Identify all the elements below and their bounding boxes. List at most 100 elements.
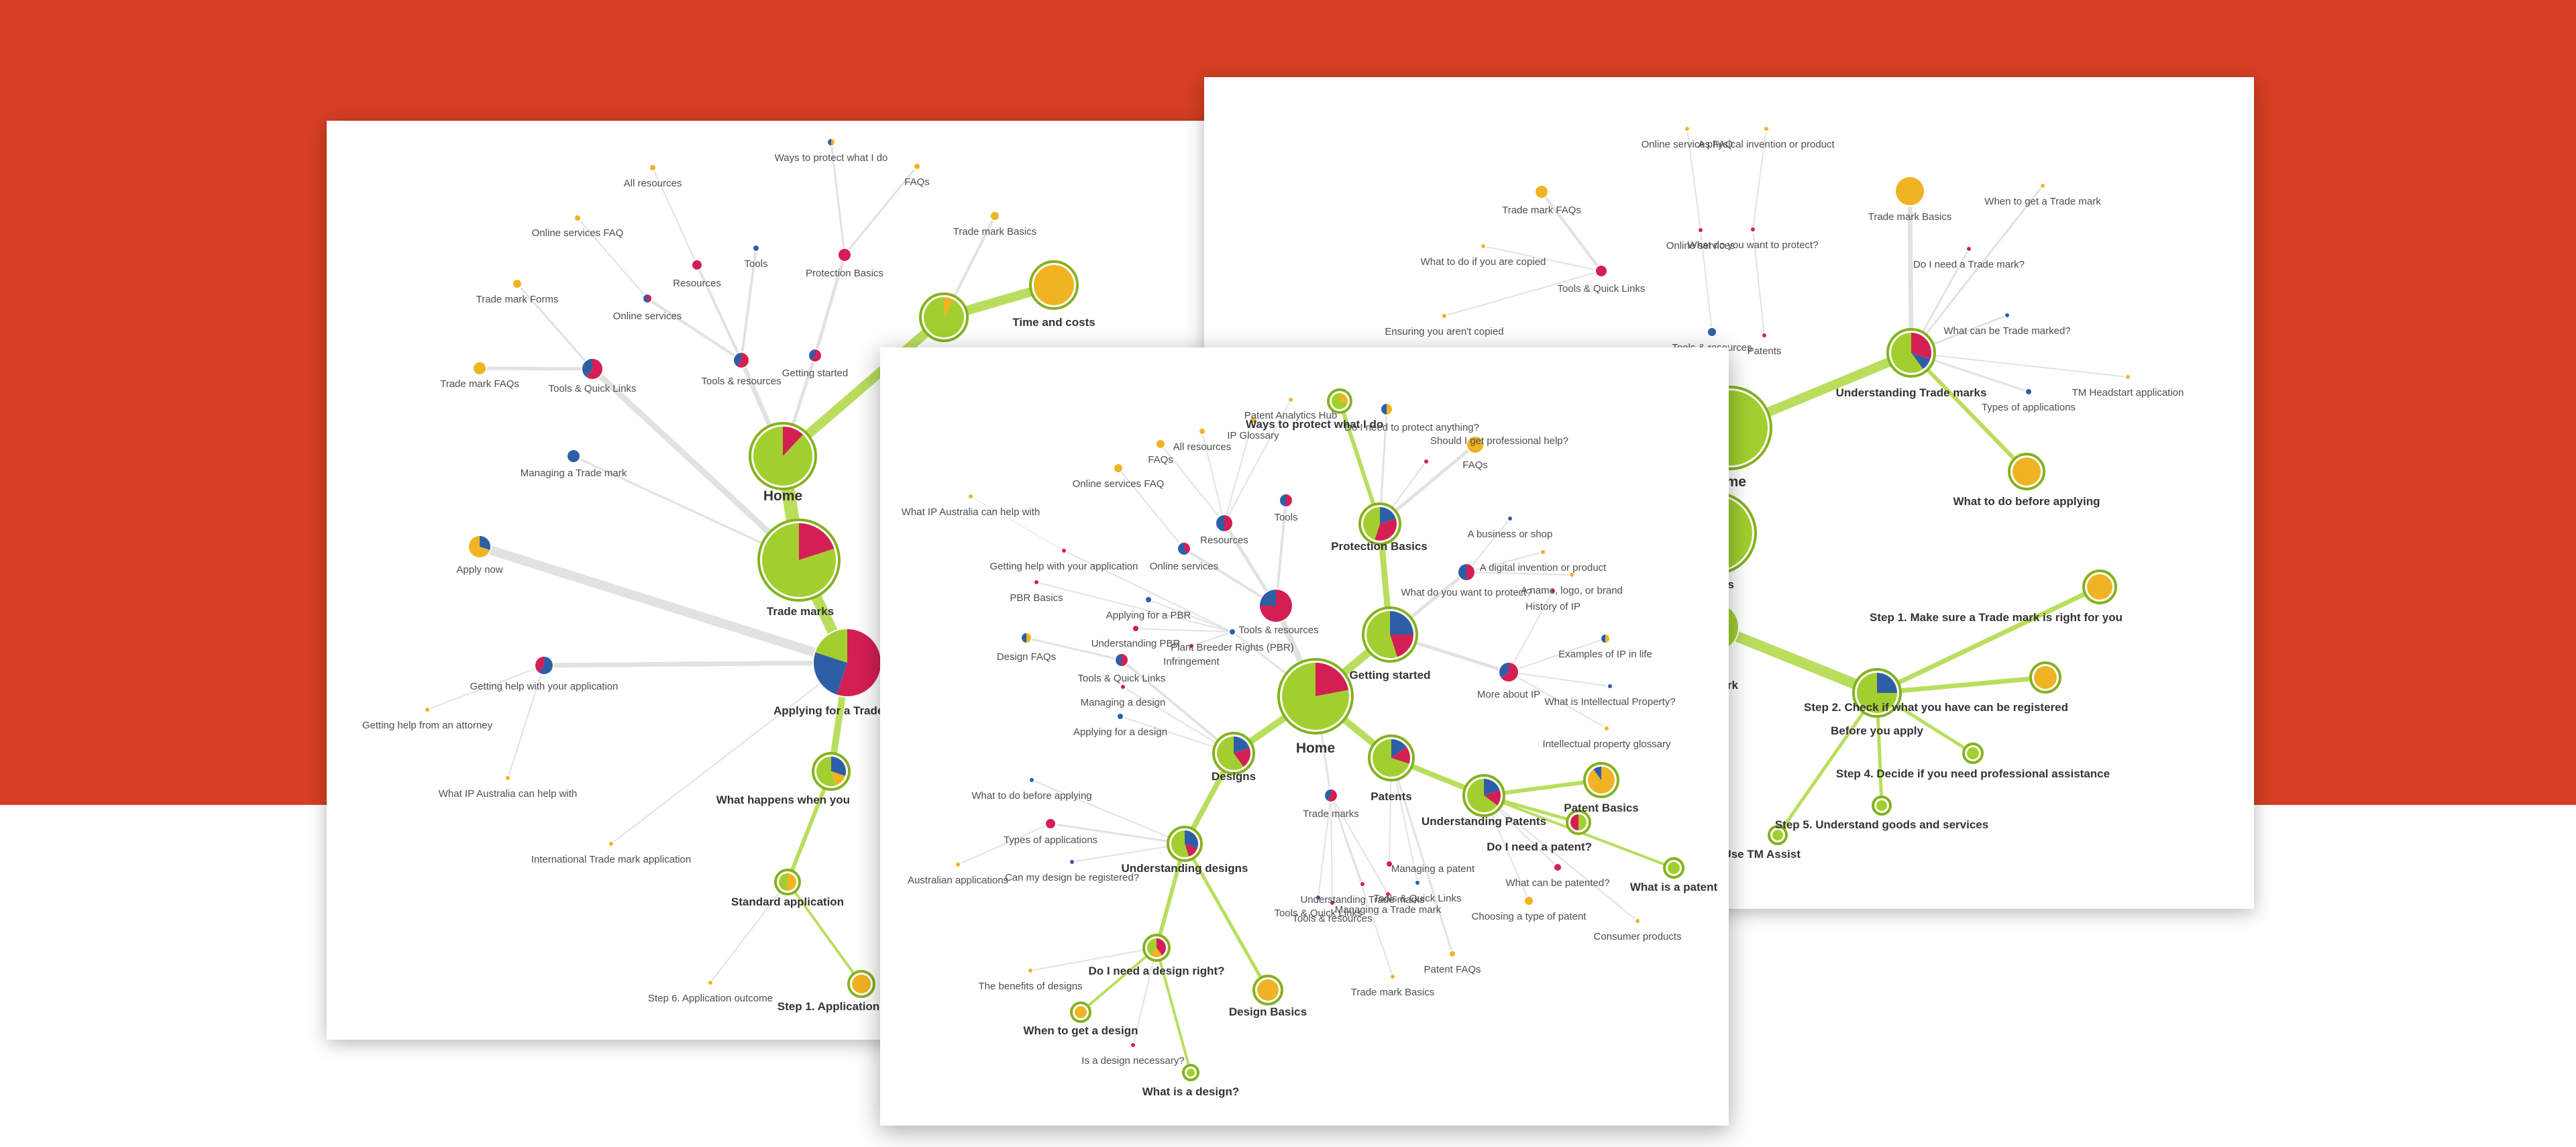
node-tools-res[interactable] [1258, 588, 1293, 623]
node-protect-anything[interactable] [1380, 402, 1393, 416]
node-protection-basics[interactable] [1358, 502, 1401, 545]
node-understanding-designs[interactable] [1167, 826, 1203, 862]
node-patent-basics[interactable] [1583, 762, 1619, 798]
node-what-ipa[interactable] [967, 493, 974, 500]
node-understanding-tm[interactable] [1886, 328, 1936, 378]
node-faqs-pb[interactable] [1466, 435, 1485, 454]
node-trade-marks[interactable] [1324, 788, 1338, 803]
node-international[interactable] [608, 840, 614, 847]
node-tm-headstart[interactable] [2125, 374, 2131, 380]
node-before-apply[interactable] [1852, 668, 1902, 718]
node-faqs[interactable] [913, 162, 921, 170]
node-types-apps[interactable] [1044, 818, 1057, 830]
node-infringement[interactable] [1188, 643, 1195, 649]
node-copied[interactable] [1480, 243, 1487, 250]
node-design-basics[interactable] [1252, 975, 1283, 1005]
node-online-services-faq[interactable] [574, 214, 582, 222]
node-design-right[interactable] [1142, 934, 1171, 962]
node-what-happens[interactable] [812, 752, 851, 791]
node-ip-glossary[interactable] [1249, 416, 1257, 424]
node-tm-basics[interactable] [1894, 176, 1925, 207]
node-ways-protect[interactable] [1327, 388, 1352, 414]
node-step1[interactable] [847, 970, 875, 998]
node-pbr[interactable] [1228, 628, 1236, 636]
node-patent-hub[interactable] [1287, 396, 1294, 403]
node-design-registered[interactable] [1069, 859, 1075, 865]
node-tm-assist[interactable] [1768, 825, 1788, 845]
node-what-can-be[interactable] [2004, 312, 2010, 319]
node-all-res[interactable] [1198, 427, 1206, 435]
node-what-before[interactable] [1028, 777, 1035, 783]
node-tools-resources[interactable] [733, 351, 750, 369]
node-managing-patent[interactable] [1385, 860, 1393, 868]
node-apply-now[interactable] [468, 535, 492, 559]
node-when-design[interactable] [1070, 1001, 1091, 1023]
node-online-services[interactable] [642, 293, 653, 304]
node-attorney[interactable] [424, 706, 431, 713]
node-step4[interactable] [1962, 743, 1984, 764]
node-applying-design[interactable] [1116, 712, 1124, 720]
node-tool-links[interactable] [581, 358, 604, 380]
node-consumer[interactable] [1634, 918, 1641, 924]
node-design-faqs[interactable] [1020, 632, 1032, 644]
node-patents[interactable] [1761, 332, 1768, 339]
node-getting-help[interactable] [534, 655, 554, 675]
node-u-node[interactable] [919, 292, 969, 342]
node-applying-pbr[interactable] [1144, 596, 1152, 604]
node-patent-faqs[interactable] [1448, 950, 1456, 958]
node-tool-links[interactable] [1114, 653, 1129, 667]
node-step1[interactable] [2082, 569, 2117, 604]
node-online-faq[interactable] [1684, 125, 1690, 132]
node-tool-links-2[interactable] [1315, 894, 1322, 901]
node-types-apps[interactable] [2025, 388, 2033, 396]
node-need-patent[interactable] [1566, 810, 1591, 835]
node-step6[interactable] [707, 979, 714, 986]
node-time-costs[interactable] [1029, 260, 1079, 310]
node-history-ip[interactable] [1550, 588, 1556, 594]
node-physical[interactable] [1763, 125, 1770, 132]
node-what-ipa[interactable] [504, 775, 511, 781]
node-what-before[interactable] [2008, 453, 2045, 490]
node-what-patent[interactable] [1663, 857, 1684, 879]
node-applying[interactable] [812, 628, 882, 698]
node-tm-basics[interactable] [989, 211, 1000, 221]
node-what-design[interactable] [1182, 1064, 1199, 1081]
node-tool-links-3[interactable] [1414, 879, 1421, 886]
node-tools-res-2[interactable] [1329, 899, 1336, 906]
node-what-ip[interactable] [1607, 683, 1613, 690]
node-business-shop[interactable] [1507, 515, 1513, 522]
node-online-serv[interactable] [1697, 227, 1704, 233]
node-patents[interactable] [1368, 734, 1415, 781]
node-help-app[interactable] [1061, 547, 1067, 554]
node-faqs[interactable] [1155, 439, 1166, 449]
node-managing-tm[interactable] [1385, 891, 1391, 897]
node-home[interactable] [1277, 658, 1354, 734]
node-want-protect[interactable] [1457, 563, 1476, 582]
node-when-tm[interactable] [2039, 182, 2046, 189]
node-do-i-need[interactable] [1966, 245, 1972, 252]
node-getting-started[interactable] [808, 348, 822, 363]
node-examples-ip[interactable] [1600, 633, 1611, 644]
node-protection-basics[interactable] [837, 248, 852, 262]
node-resources[interactable] [691, 259, 703, 271]
node-designs[interactable] [1212, 732, 1255, 775]
node-online-faq[interactable] [1113, 463, 1124, 474]
node-choosing-patent[interactable] [1523, 895, 1534, 906]
node-tm-basics[interactable] [1389, 973, 1396, 980]
node-resources[interactable] [1215, 514, 1234, 533]
node-tm-faqs[interactable] [1534, 184, 1549, 199]
node-online-services[interactable] [1177, 541, 1191, 556]
node-step5[interactable] [1872, 796, 1892, 816]
node-not-copied[interactable] [1441, 313, 1448, 319]
node-step2[interactable] [2029, 661, 2061, 694]
node-digital[interactable] [1540, 549, 1546, 555]
node-understanding-tm[interactable] [1359, 881, 1366, 887]
node-trade-marks[interactable] [757, 518, 841, 602]
node-tm-forms[interactable] [512, 278, 523, 289]
node-ip-glossary-2[interactable] [1603, 725, 1610, 732]
node-tm-faqs[interactable] [472, 361, 487, 376]
node-all-resources[interactable] [649, 164, 657, 172]
node-want-protect[interactable] [1750, 226, 1756, 233]
node-tool-links[interactable] [1595, 264, 1608, 278]
node-standard[interactable] [774, 869, 801, 895]
